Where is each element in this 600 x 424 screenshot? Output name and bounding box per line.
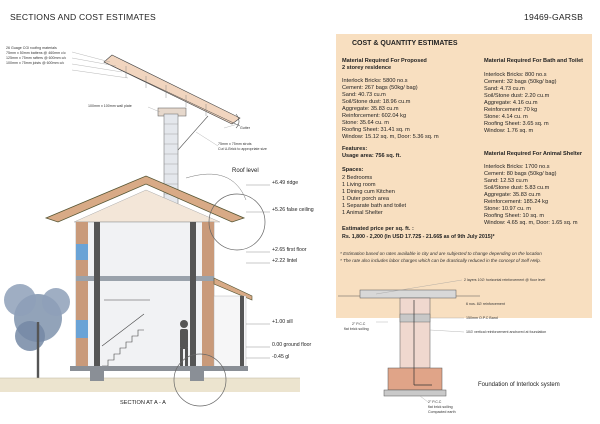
price-heading: Estimated price per sq. ft. : [342,226,414,232]
foundation-caption: Foundation of Interlock system [478,382,560,388]
features-heading: Features: [342,146,368,152]
proposed-item: Roofing Sheet: 31.41 sq. m [342,127,410,133]
roof-material-label: 26 Guage CGI roofing materials [6,46,57,50]
level-label: 0.00 ground floor [272,342,312,348]
spaces-heading: Spaces: [342,167,364,173]
proposed-item: Window: 15.12 sq. m, Door: 5.36 sq. m [342,134,439,140]
bath-heading: Material Required For Bath and Toilet [484,58,584,64]
estimates-title: COST & QUANTITY ESTIMATES [352,40,458,47]
bath-item: Stone: 4.14 cu. m [484,114,528,120]
proposed-heading-2: 2 storey residence [342,65,392,71]
pcc-top-label: 2" P.C.C [352,322,366,326]
roof-level-label: Roof level [232,168,259,174]
project-code: 19469-GARSB [524,12,584,22]
shelter-item: Soil/Stone dust: 5.83 cu.m [484,185,550,191]
bath-item: Roofing Sheet: 3.65 sq. m [484,121,549,127]
proposed-item: Soil/Stone dust: 18.96 cu.m [342,99,411,105]
space-item: 1 Outer porch area [342,196,389,202]
level-label: +1.00 sill [272,319,293,325]
bath-item: Interlock Bricks: 800 no.s [484,72,547,78]
level-label: +6.49 ridge [272,180,299,186]
price-text: Rs. 1,800 - 2,200 (In USD 17.72$ - 21.66… [342,234,495,240]
space-item: 1 Animal Shelter [342,210,383,216]
level-label: +5.26 false ceiling [272,207,314,213]
foundation-label: 2 layers 10∅ horizontal reinforcement @ … [464,278,546,282]
pcc-top-label: flat brick soiling [344,327,369,331]
bath-item: Window: 1.76 sq. m [484,128,534,134]
wall-plate-label: 100mm x 100mm wall plate [88,104,132,108]
shelter-item: Roofing Sheet: 10 sq. m [484,213,545,219]
shelter-item: Aggregate: 35.83 cu.m [484,192,541,198]
foundation-drawing [338,279,480,403]
section-drawing [0,173,300,407]
bath-item: Sand: 4.73 cu.m [484,86,525,92]
level-label: +2.22 lintel [272,258,298,264]
foundation-label: 10∅ vertical reinforcement anchored at f… [466,330,547,334]
space-item: 1 Separate bath and toilet [342,203,407,209]
gutter-label: Gutter [240,126,250,130]
estimate-note: * The rate also includes labor charges w… [340,258,541,263]
roof-material-label: 100mm x 75mm joists @ 600mm c/c [6,61,65,65]
proposed-item: Aggregate: 35.83 cu.m [342,106,399,112]
pcc-bottom-label: 2" P.C.C [428,400,442,404]
roof-material-label: 125mm x 75mm rafters @ 600mm c/c [6,56,67,60]
roof-detail-drawing [71,51,241,207]
tree [4,284,70,382]
proposed-item: Cement: 267 bags (50kg/ bag) [342,85,418,91]
proposed-item: Interlock Bricks: 5800 no.s [342,78,408,84]
shelter-item: Sand: 12.53 cu.m [484,178,528,184]
person-silhouette [180,320,188,366]
bath-item: Reinforcement: 70 kg [484,107,538,113]
level-label: -0.45 gl [272,354,290,360]
proposed-heading-1: Material Required For Proposed [342,58,427,64]
usage-area: Usage area: 756 sq. ft. [342,153,402,159]
estimate-note: * Estimation based on rates available in… [340,251,542,256]
foundation-label: 6 nos. 8∅ reinforcement [466,302,505,306]
shelter-heading: Material Required For Animal Shelter [484,151,583,157]
cost-estimates-panel: COST & QUANTITY ESTIMATES Material Requi… [336,34,592,318]
shelter-item: Interlock Bricks: 1700 no.s [484,164,550,170]
bath-item: Aggregate: 4.16 cu.m [484,100,538,106]
space-item: 2 Bedrooms [342,175,373,181]
page-title: SECTIONS AND COST ESTIMATES [10,12,156,22]
proposed-item: Stone: 35.64 cu. m [342,120,389,126]
proposed-item: Sand: 40.73 cu.m [342,92,386,98]
bath-item: Soil/Stone dust: 2.20 cu.m [484,93,550,99]
bath-item: Cement: 32 bags (50kg/ bag) [484,79,557,85]
shelter-item: Reinforcement: 185.24 kg [484,199,549,205]
space-item: 1 Dining cum Kitchen [342,189,395,195]
shelter-item: Cement: 80 bags (50kg/ bag) [484,171,557,177]
space-item: 1 Living room [342,182,376,188]
shelter-item: Window: 4.65 sq. m, Door: 1.65 sq. m [484,220,578,226]
foundation-label: 150mm O.P.C Band [466,316,498,320]
struts-label: 75mm x 75mm struts [218,142,252,146]
shelter-item: Stone: 10.97 cu. m [484,206,531,212]
pcc-bottom-label: Compacted earth [428,410,456,414]
roof-material-label: 75mm x 50mm battens @ 460mm c/c [6,51,66,55]
pcc-bottom-label: flat brick soiling [428,405,453,409]
level-label: +2.65 first floor [272,247,307,253]
struts-label: Cut U-Brick to appropriate size [218,147,267,151]
proposed-item: Reinforcement: 602.04 kg [342,113,407,119]
section-caption: SECTION AT A - A [120,400,166,406]
